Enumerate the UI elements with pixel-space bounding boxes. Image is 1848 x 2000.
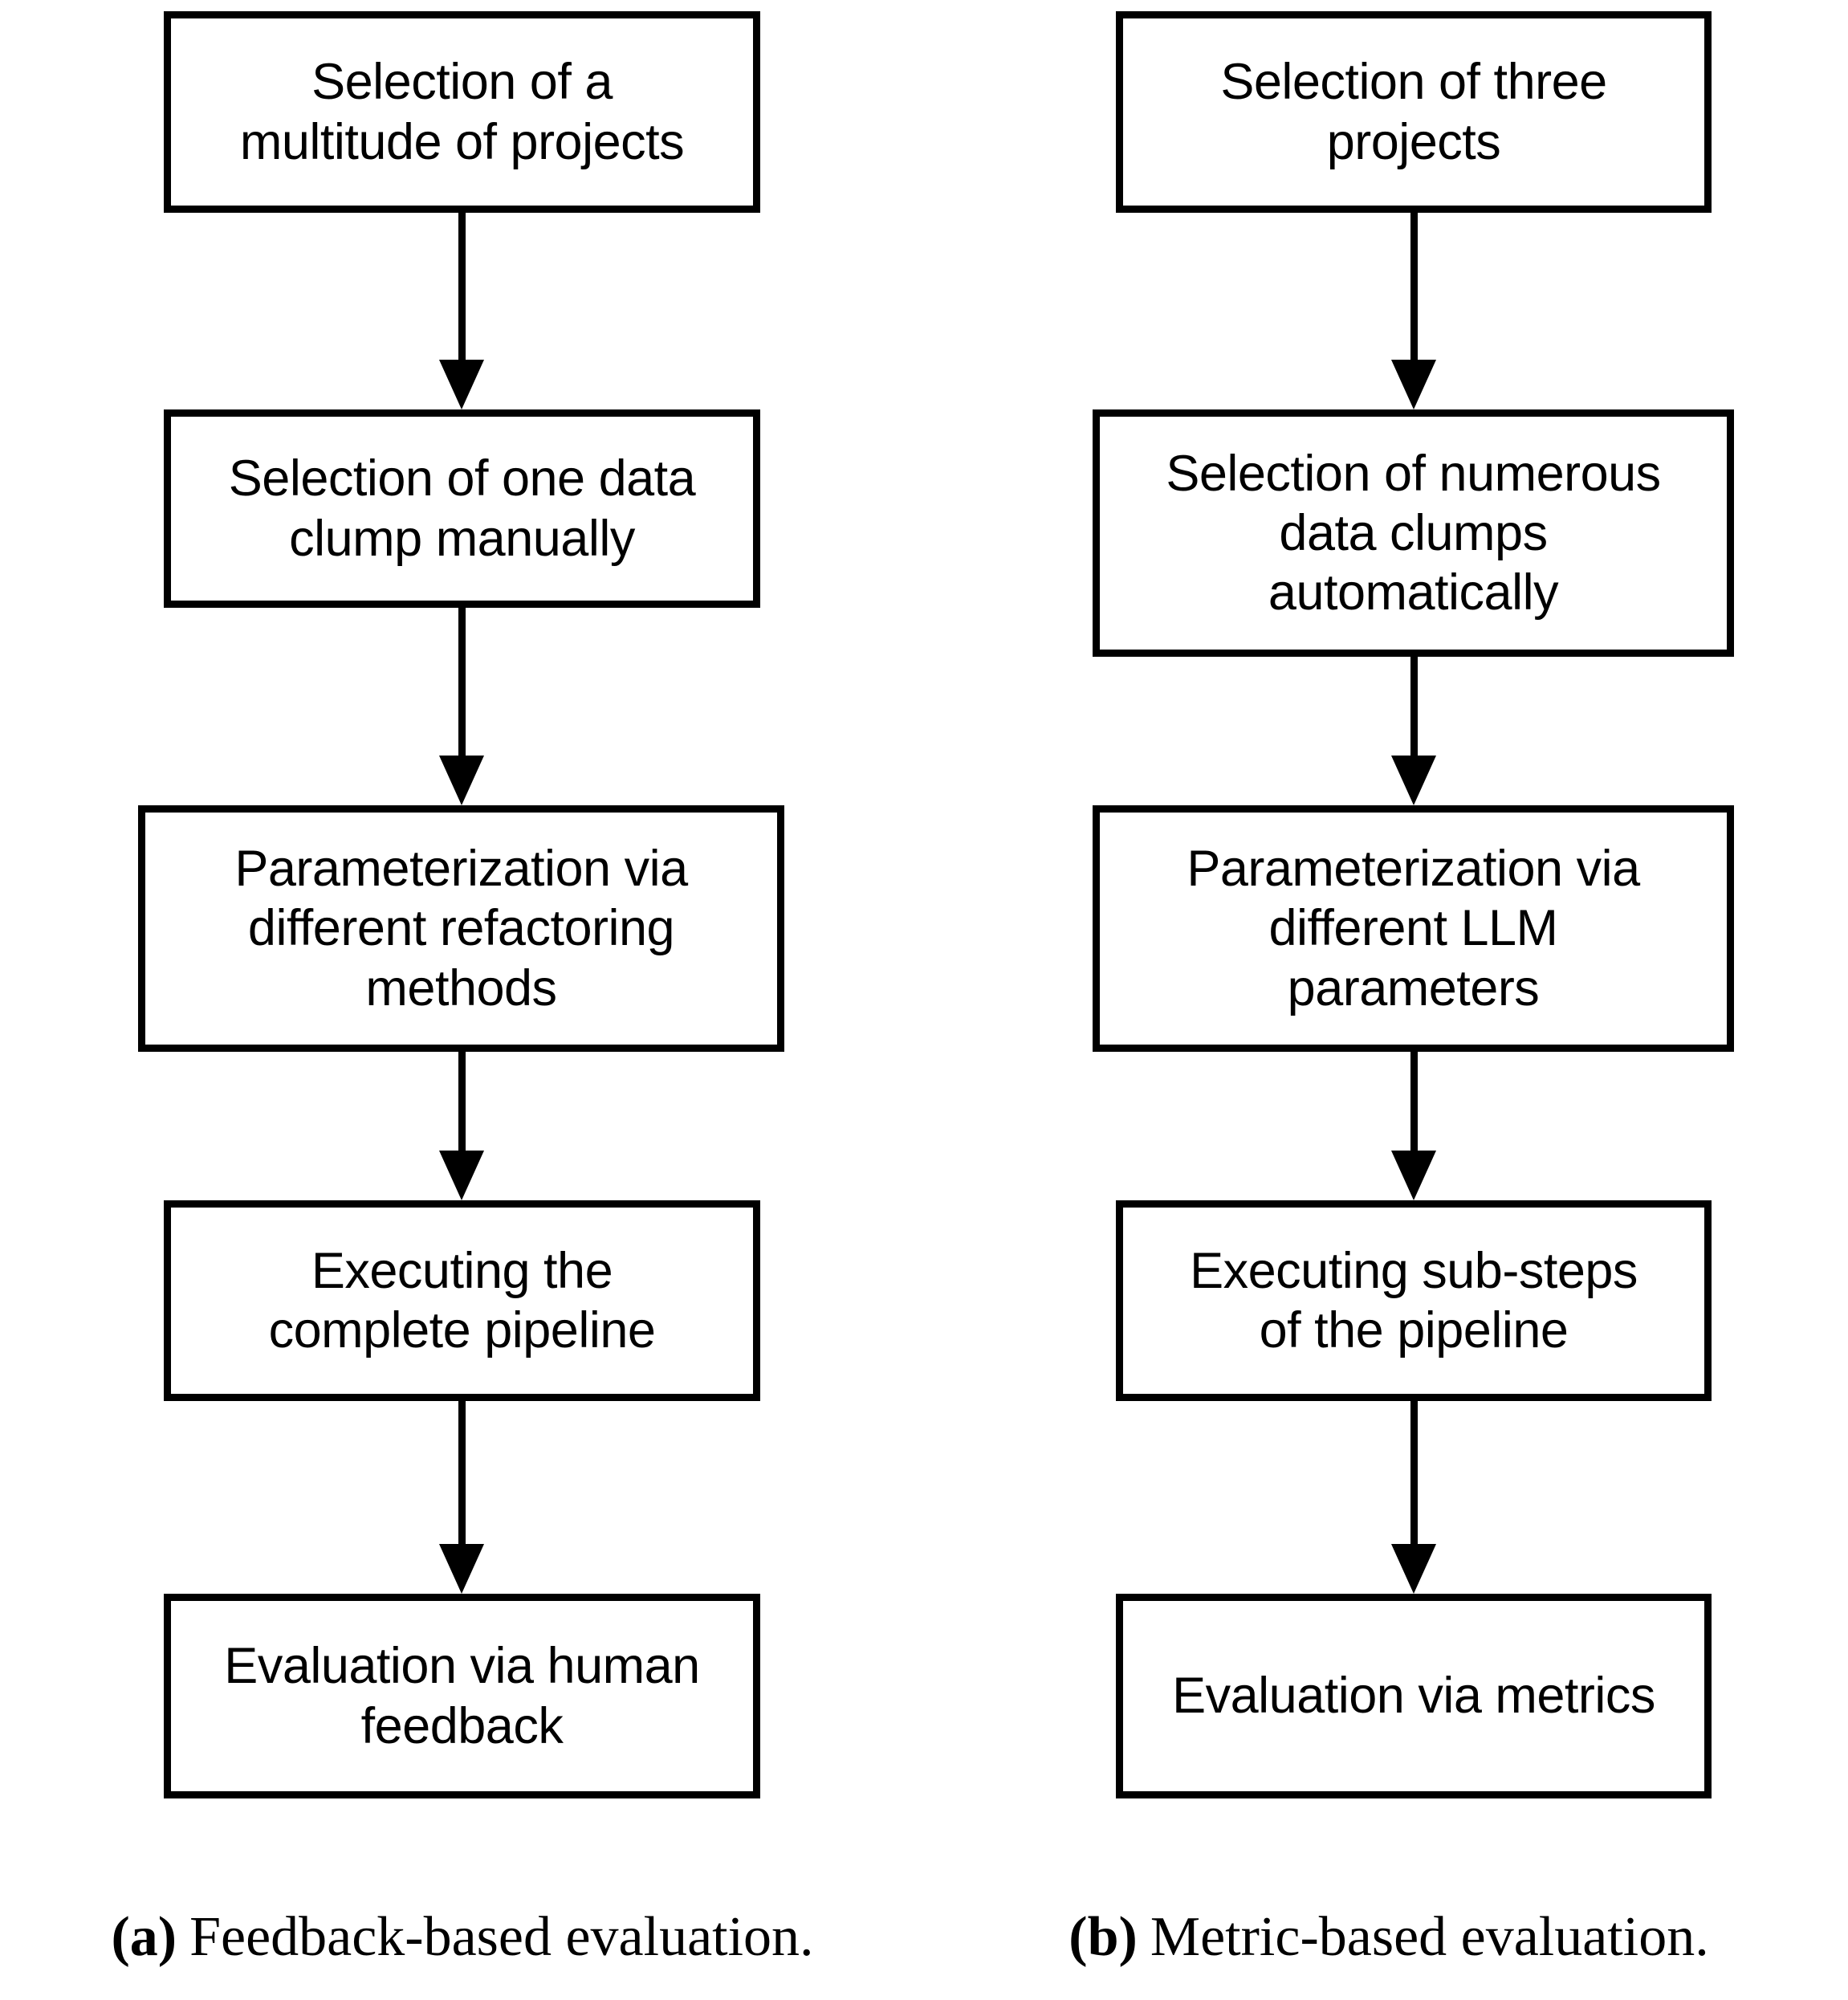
flow-node-label: Executing sub-steps of the pipeline [1190, 1242, 1638, 1358]
flow-node-label: Selection of one data clump manually [228, 450, 696, 567]
flow-arrow-b-2 [1378, 657, 1450, 805]
arrow-shaft [1410, 1052, 1418, 1152]
flow-node-b-1: Selection of three projects [1116, 11, 1712, 213]
flow-node-label: Selection of numerous data clumps automa… [1166, 445, 1661, 621]
caption-text-a: Feedback-based evaluation. [189, 1906, 814, 1968]
arrow-head-icon [1391, 1151, 1436, 1200]
flow-arrow-a-1 [425, 213, 498, 409]
arrow-shaft [1410, 657, 1418, 757]
flow-node-label: Parameterization via different refactori… [234, 841, 688, 1016]
arrow-shaft [1410, 213, 1418, 361]
flow-node-label: Executing the complete pipeline [268, 1242, 656, 1358]
flow-node-label: Evaluation via metrics [1172, 1668, 1655, 1725]
flow-node-label: Selection of a multitude of projects [239, 54, 685, 170]
caption-text-b: Metric-based evaluation. [1150, 1906, 1709, 1968]
arrow-head-icon [439, 756, 484, 805]
flow-arrow-b-1 [1378, 213, 1450, 409]
panel-a-flowchart: Selection of a multitude of projects Sel… [138, 11, 784, 1798]
arrow-head-icon [1391, 360, 1436, 409]
arrow-head-icon [439, 1151, 484, 1200]
flow-arrow-a-4 [425, 1401, 498, 1594]
caption-panel-b: b Metric-based evaluation. [931, 1901, 1846, 1974]
flow-arrow-b-3 [1378, 1052, 1450, 1200]
flow-arrow-a-2 [425, 608, 498, 805]
arrow-shaft [458, 608, 466, 757]
flow-node-b-5: Evaluation via metrics [1116, 1594, 1712, 1798]
flow-node-a-4: Executing the complete pipeline [164, 1200, 760, 1401]
arrow-shaft [458, 213, 466, 361]
caption-tag-b: b [1069, 1909, 1138, 1965]
flow-node-a-3: Parameterization via different refactori… [138, 805, 784, 1052]
arrow-head-icon [439, 360, 484, 409]
flow-node-label: Evaluation via human feedback [224, 1638, 700, 1754]
flow-arrow-b-4 [1378, 1401, 1450, 1594]
arrow-head-icon [1391, 1544, 1436, 1594]
arrow-shaft [1410, 1401, 1418, 1546]
flow-node-a-2: Selection of one data clump manually [164, 409, 760, 608]
arrow-head-icon [439, 1544, 484, 1594]
caption-tag-a: a [111, 1909, 177, 1965]
flow-node-a-1: Selection of a multitude of projects [164, 11, 760, 213]
arrow-shaft [458, 1401, 466, 1546]
arrow-shaft [458, 1052, 466, 1152]
flow-node-a-5: Evaluation via human feedback [164, 1594, 760, 1798]
flow-node-b-3: Parameterization via different LLM param… [1093, 805, 1734, 1052]
flow-arrow-a-3 [425, 1052, 498, 1200]
panel-b-flowchart: Selection of three projects Selection of… [924, 0, 1848, 2000]
flow-node-b-2: Selection of numerous data clumps automa… [1093, 409, 1734, 657]
flow-node-b-4: Executing sub-steps of the pipeline [1116, 1200, 1712, 1401]
flow-node-label: Selection of three projects [1220, 54, 1607, 170]
flow-node-label: Parameterization via different LLM param… [1187, 841, 1640, 1016]
arrow-head-icon [1391, 756, 1436, 805]
caption-panel-a: a Feedback-based evaluation. [5, 1901, 920, 1974]
